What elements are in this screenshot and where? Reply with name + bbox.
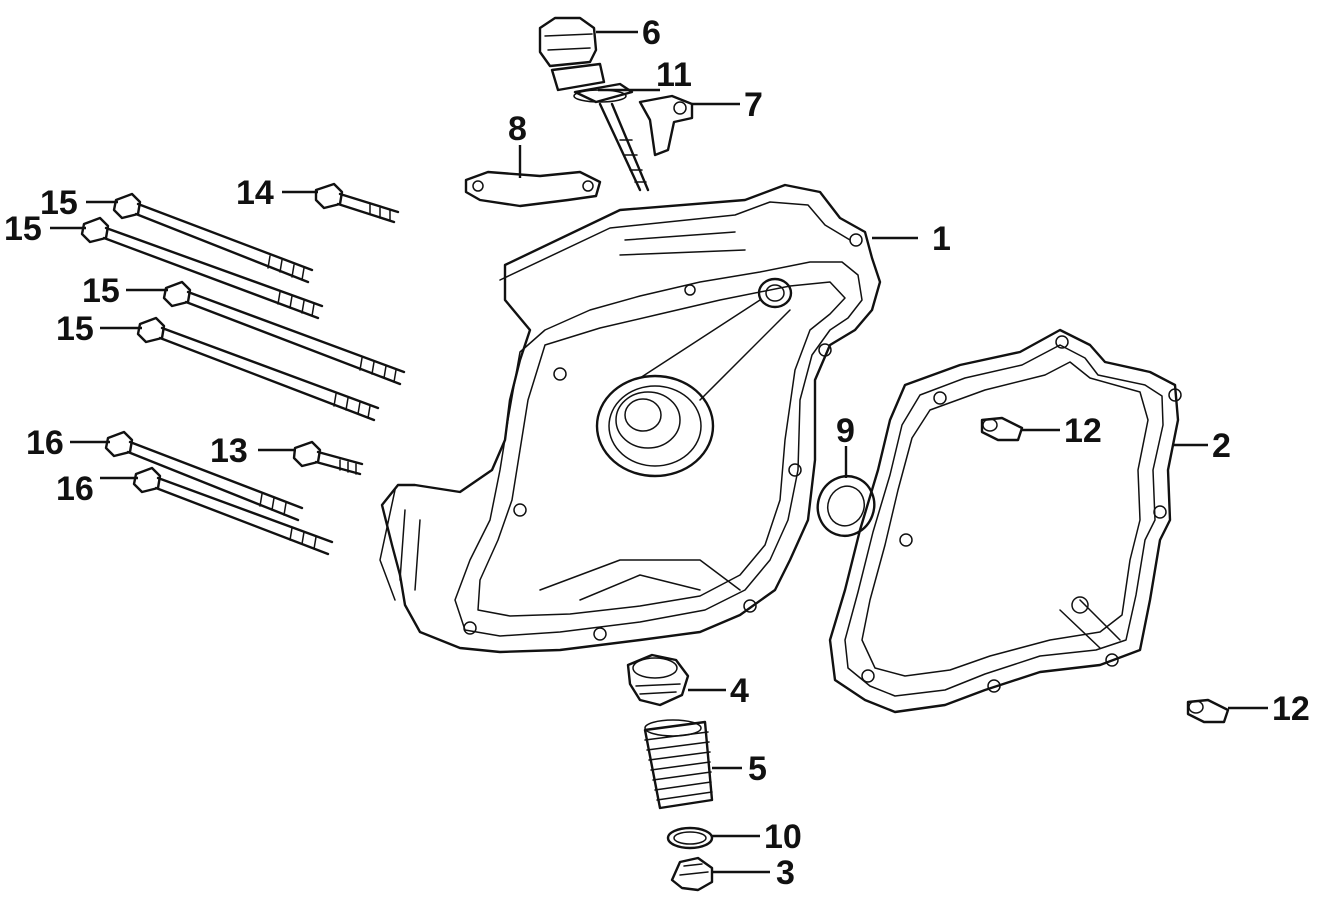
part-4-plug — [626, 653, 690, 707]
part-15-bolt-c — [162, 280, 406, 386]
callout-13: 13 — [210, 432, 248, 470]
callout-11: 11 — [656, 56, 692, 94]
leader-lines — [50, 30, 1268, 874]
part-16-bolt-a — [104, 430, 304, 522]
part-15-bolt-b — [80, 216, 324, 320]
callout-3: 3 — [776, 854, 795, 892]
callout-7: 7 — [744, 86, 763, 124]
part-16-bolt-b — [132, 466, 334, 556]
callout-15-c: 15 — [82, 272, 120, 310]
callout-2: 2 — [1212, 427, 1231, 465]
part-2-gasket — [828, 328, 1182, 714]
callout-15-d: 15 — [56, 310, 94, 348]
part-6-dipstick — [538, 16, 650, 192]
callout-16-b: 16 — [56, 470, 94, 508]
callout-10: 10 — [764, 818, 802, 856]
callout-6: 6 — [642, 14, 661, 52]
part-7-bracket — [638, 94, 694, 157]
part-3-cap — [670, 856, 714, 892]
part-15-bolt-a — [112, 192, 314, 284]
callout-9: 9 — [836, 412, 855, 450]
callout-labels: 1 2 3 4 5 6 7 8 9 10 11 12 12 13 14 15 1… — [4, 14, 1310, 892]
callout-12-b: 12 — [1272, 690, 1310, 728]
part-10-o-ring — [666, 826, 714, 850]
callout-8: 8 — [508, 110, 527, 148]
callout-4: 4 — [730, 672, 749, 710]
part-1-crankcase-cover — [379, 183, 882, 654]
part-12-dowel-a — [980, 416, 1024, 442]
callout-5: 5 — [748, 750, 767, 788]
callout-15-a: 15 — [40, 184, 78, 222]
part-9-oil-seal — [816, 475, 876, 537]
callout-14: 14 — [236, 174, 274, 212]
callout-15-b: 15 — [4, 210, 42, 248]
callout-16-a: 16 — [26, 424, 64, 462]
callout-1: 1 — [932, 220, 951, 258]
part-13-bolt — [292, 440, 364, 476]
part-8-plate — [464, 170, 602, 208]
part-5-spring — [643, 719, 714, 810]
part-15-bolt-d — [136, 316, 380, 422]
callout-12-a: 12 — [1064, 412, 1102, 450]
part-12-dowel-b — [1186, 698, 1230, 724]
part-14-bolt — [314, 182, 400, 224]
